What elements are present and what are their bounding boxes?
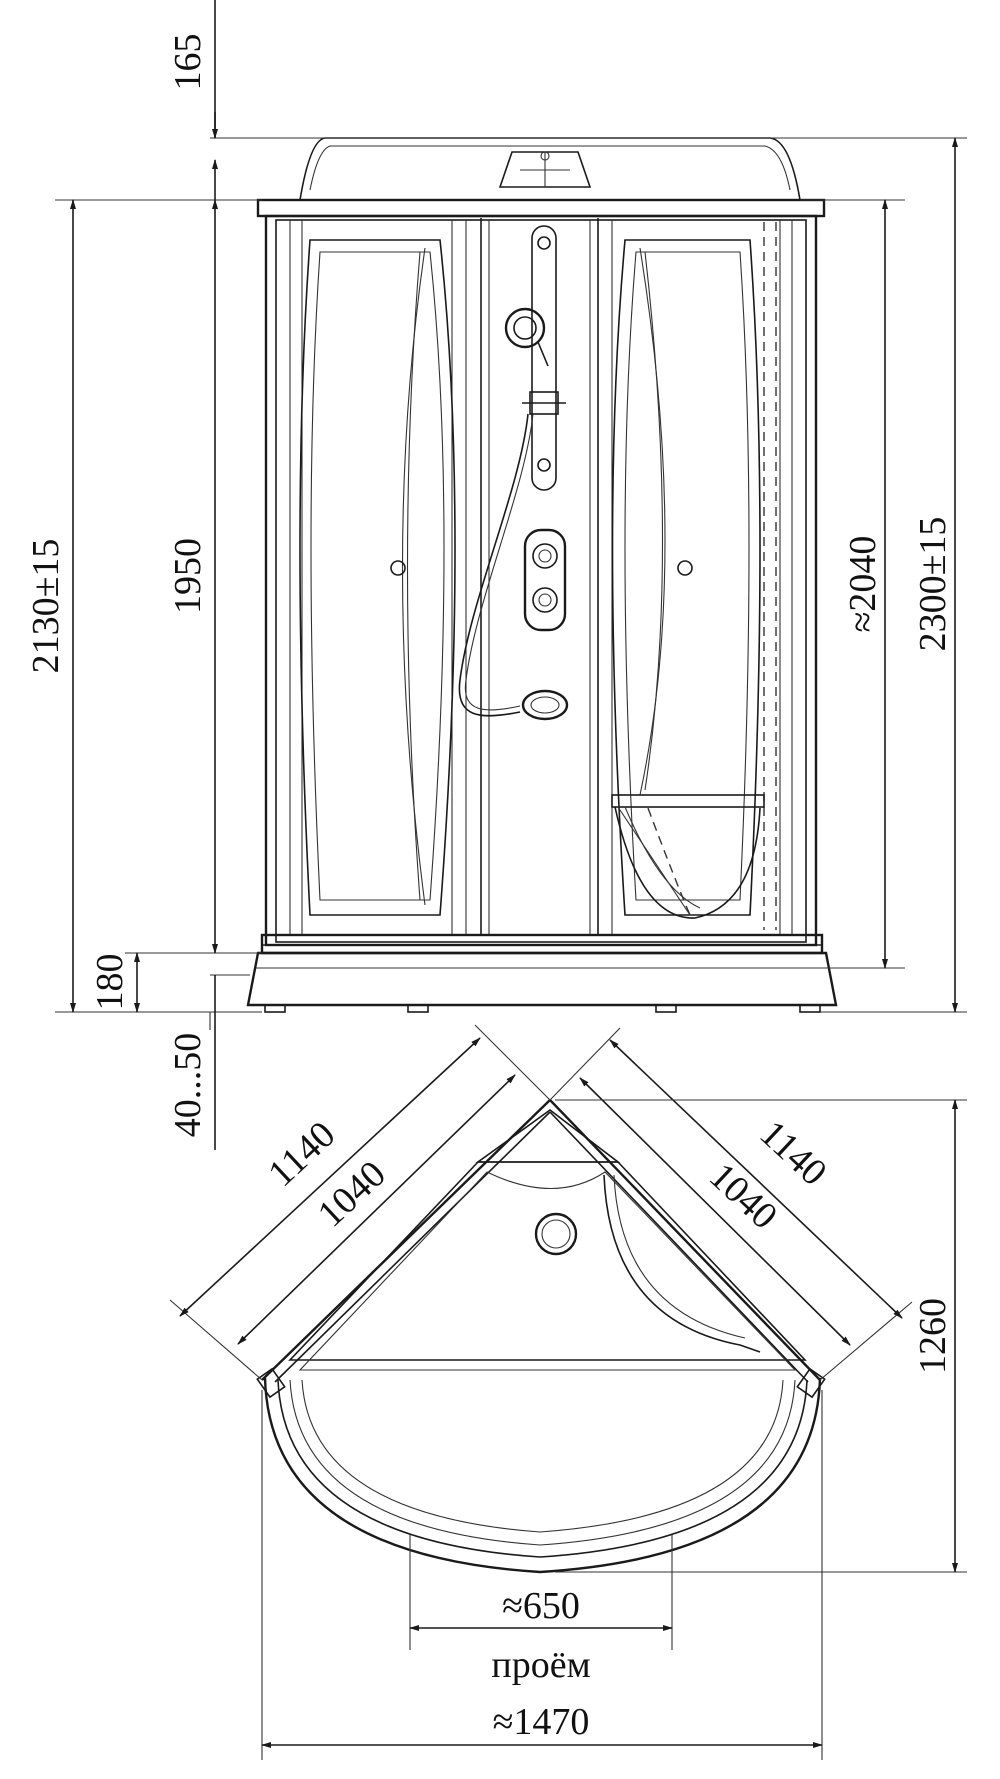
left-door-panel <box>299 239 456 916</box>
shower-tray <box>246 933 838 1007</box>
dim-cabin-height: 1950 <box>167 538 209 614</box>
mode-knob-icon <box>532 587 558 613</box>
shower-column <box>458 225 569 721</box>
shower-head-icon <box>504 307 546 349</box>
dim-side-outer-right: 1140 <box>752 1112 835 1194</box>
dim-side-inner-right: 1040 <box>701 1155 785 1238</box>
dim-tray-height: 180 <box>89 954 131 1011</box>
dim-door-opening-label: проём <box>491 1644 590 1686</box>
right-door-panel <box>611 239 761 916</box>
temperature-knob-icon <box>532 543 558 569</box>
dim-depth: 1260 <box>912 1298 954 1374</box>
shower-hose <box>458 413 529 717</box>
door-stopper-right-icon <box>796 1367 826 1399</box>
roof-cornice <box>256 198 826 218</box>
cabin-frame <box>264 214 818 947</box>
slide-holder-icon <box>522 391 566 415</box>
right-door-handle-icon <box>677 560 693 576</box>
dim-top-clearance: 165 <box>167 34 209 91</box>
dim-side-inner-left: 1040 <box>310 1153 394 1236</box>
dim-total-width: ≈1470 <box>493 1701 590 1743</box>
dim-door-opening: ≈650 <box>502 1585 580 1627</box>
front-dimension-lines: 165 2130±15 1950 180 40...50 ≈2040 2300±… <box>25 0 967 1150</box>
dim-total-height-left: 2130±15 <box>25 539 67 674</box>
plan-dimension-lines: 1140 1040 1140 1040 1260 ≈650 проём ≈147… <box>169 1024 967 1760</box>
left-door-handle-icon <box>390 560 406 576</box>
dim-leg-adjust: 40...50 <box>167 1033 209 1138</box>
mixer-panel <box>523 528 567 632</box>
drain-icon <box>534 1212 578 1256</box>
dim-total-height-right: 2300±15 <box>912 517 954 652</box>
dim-side-outer-left: 1140 <box>260 1113 343 1195</box>
hose-outlet-icon <box>521 689 569 721</box>
dim-wall-height: ≈2040 <box>842 536 884 633</box>
front-elevation <box>246 137 838 1013</box>
roof-dome <box>299 137 801 201</box>
corner-seat <box>611 794 765 919</box>
plan-curved-front <box>263 1377 822 1574</box>
roof-fan-icon <box>498 151 592 188</box>
adjustable-feet <box>264 1004 821 1013</box>
door-stopper-left-icon <box>256 1367 286 1399</box>
